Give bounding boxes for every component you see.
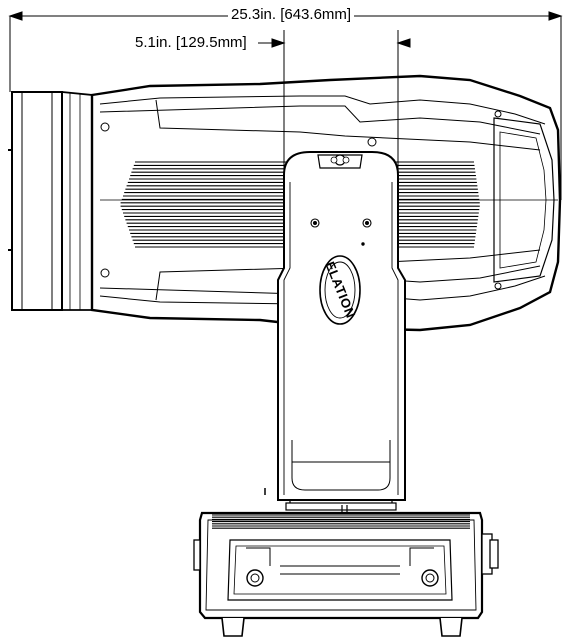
base-top-vents bbox=[212, 514, 470, 529]
yoke-width-dimension bbox=[258, 30, 411, 175]
fixture-base bbox=[193, 488, 499, 637]
yoke-arm bbox=[277, 151, 406, 501]
yoke-width-label: 5.1in. [129.5mm] bbox=[132, 34, 250, 52]
elation-logo: ELATION bbox=[319, 255, 361, 325]
overall-length-label: 25.3in. [643.6mm] bbox=[228, 6, 355, 24]
front-lens-barrel bbox=[8, 91, 93, 311]
